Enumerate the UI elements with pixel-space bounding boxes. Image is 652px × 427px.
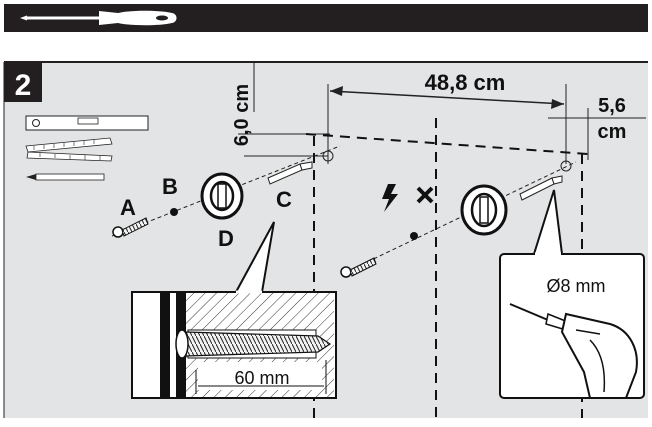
wall-bracket-left [200,172,244,220]
cabinet-outline [305,118,589,418]
screwdriver-icon [20,10,177,26]
wall-bracket-right [460,184,508,236]
drill-icon [509,303,638,399]
washer-left [170,208,178,216]
spirit-level-icon [25,115,149,131]
wall-plug-right [519,175,563,201]
vertical-offset-dimension: 6,0 cm [231,84,253,146]
part-label-d: D [218,226,234,251]
drill-diameter-dimension: Ø8 mm [546,276,605,296]
cross-icon [416,186,434,204]
step-number-badge [4,62,42,102]
screw-depth-dimension: 60 mm [234,368,289,388]
part-label-c: C [276,187,292,212]
horizontal-spacing-dimension: 48,8 cm [425,70,506,95]
washer-right [410,232,418,240]
part-label-a: A [120,195,136,220]
side-offset-unit: cm [598,121,627,143]
wall-plug-left [267,161,313,185]
electric-warning-icon [382,184,398,212]
step-number: 2 [15,69,32,102]
pencil-icon [26,173,105,181]
wall-cross-section-callout [131,221,337,399]
screw-right [340,257,377,278]
part-label-b: B [162,174,178,199]
folding-ruler-icon [25,137,113,162]
screw-left [112,217,149,238]
side-offset-value: 5,6 [598,95,626,117]
